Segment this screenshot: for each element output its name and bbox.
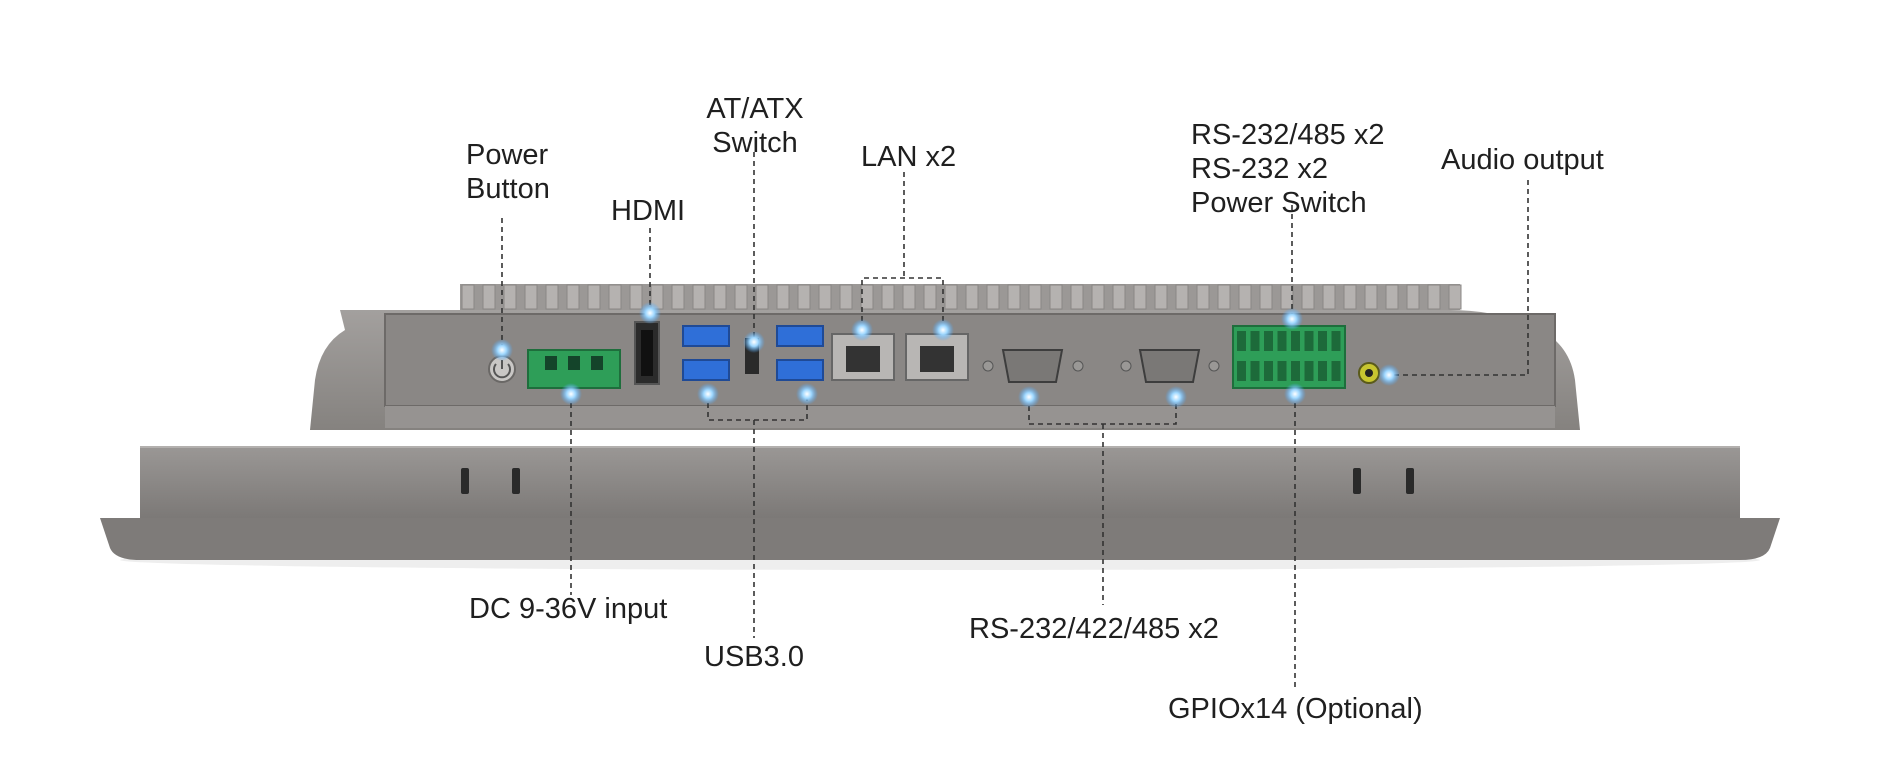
heatsink-fin	[566, 284, 580, 310]
gpio-pin	[1250, 331, 1260, 351]
heatsink-fin	[776, 284, 790, 310]
front-bezel	[140, 447, 1740, 520]
heatsink-fin	[713, 284, 727, 310]
gpio-pin	[1331, 331, 1341, 351]
leader-lines	[501, 152, 1529, 690]
gpio-pin	[1250, 361, 1260, 381]
gpio-pin	[1237, 331, 1246, 351]
heatsink-fin	[608, 284, 622, 310]
label-usb: USB3.0	[704, 641, 804, 673]
gpio-pin	[1318, 361, 1327, 381]
hdmi-port-icon	[634, 321, 660, 385]
heatsink-fin	[965, 284, 979, 310]
heatsink-fin	[1259, 284, 1273, 310]
heatsink-fin	[1238, 284, 1252, 310]
heatsink-fin	[839, 284, 853, 310]
heatsink-fin	[629, 284, 643, 310]
db9-port-icon	[982, 349, 1220, 383]
heatsink-fin	[545, 284, 559, 310]
gpio-pin	[1318, 331, 1327, 351]
heatsink-fin	[1427, 284, 1441, 310]
label-serial-bottom: RS-232/422/485 x2	[969, 613, 1219, 645]
label-gpio: GPIOx14 (Optional)	[1168, 693, 1423, 725]
label-power-button: Power Button	[466, 139, 550, 205]
callout-dots	[491, 302, 1400, 408]
heatsink-fin	[944, 284, 958, 310]
heatsink-fin	[1154, 284, 1168, 310]
gpio-pin	[1291, 331, 1300, 351]
heatsink-fin	[1049, 284, 1063, 310]
heatsink-fin	[461, 284, 475, 310]
heatsink-fin	[1448, 284, 1462, 310]
heatsink-fin	[1070, 284, 1084, 310]
heatsink-fin	[1028, 284, 1042, 310]
heatsink-fin	[692, 284, 706, 310]
label-dc-input: DC 9-36V input	[469, 593, 668, 625]
heatsink-fin	[755, 284, 769, 310]
gpio-pin	[1277, 331, 1287, 351]
heatsink-fin	[1112, 284, 1126, 310]
heatsink-fin	[986, 284, 1000, 310]
label-audio-output: Audio output	[1441, 144, 1604, 176]
heatsink-fin	[1343, 284, 1357, 310]
gpio-pin	[1304, 361, 1314, 381]
heatsink-fin	[1301, 284, 1315, 310]
gpio-pin	[1264, 331, 1273, 351]
label-serial-top: RS-232/485 x2 RS-232 x2 Power Switch	[1191, 119, 1385, 219]
heatsink-fin	[524, 284, 538, 310]
heatsink-fin	[587, 284, 601, 310]
heatsink-fin	[1175, 284, 1189, 310]
gpio-pin	[1277, 361, 1287, 381]
usb-port-icon	[682, 325, 824, 381]
heatsink-fin	[503, 284, 517, 310]
terminal-block-icon	[527, 349, 621, 389]
heatsink-fin	[923, 284, 937, 310]
heatsink-fin	[1133, 284, 1147, 310]
label-hdmi: HDMI	[611, 195, 686, 227]
bezel-lip	[100, 518, 1780, 560]
heatsink-fin	[881, 284, 895, 310]
heatsink-fin	[482, 284, 496, 310]
label-at-atx-switch: AT/ATX Switch	[706, 93, 804, 159]
audio-jack-icon	[1358, 362, 1380, 384]
gpio-pin	[1304, 331, 1314, 351]
gpio-pin	[1331, 361, 1341, 381]
heatsink-fin	[1091, 284, 1105, 310]
heatsink-fin	[1196, 284, 1210, 310]
gpio-pin	[1237, 361, 1246, 381]
heatsink-fin	[1364, 284, 1378, 310]
heatsink-fin	[797, 284, 811, 310]
heatsink-fin	[1385, 284, 1399, 310]
heatsink-fin	[1217, 284, 1231, 310]
rj45-port-icon	[831, 333, 969, 381]
heatsink-fin	[1007, 284, 1021, 310]
gpio-terminal-icon	[1232, 325, 1346, 389]
heatsink-fin	[818, 284, 832, 310]
heatsink-fin	[671, 284, 685, 310]
heatsink-fins	[460, 284, 1462, 310]
gpio-pin	[1264, 361, 1273, 381]
heatsink-fin	[902, 284, 916, 310]
heatsink-fin	[1322, 284, 1336, 310]
heatsink-fin	[734, 284, 748, 310]
heatsink-fin	[1280, 284, 1294, 310]
label-lan: LAN x2	[861, 141, 957, 173]
heatsink-fin	[860, 284, 874, 310]
mounting-slots	[461, 468, 1414, 494]
gpio-pin	[1291, 361, 1300, 381]
heatsink-fin	[1406, 284, 1420, 310]
